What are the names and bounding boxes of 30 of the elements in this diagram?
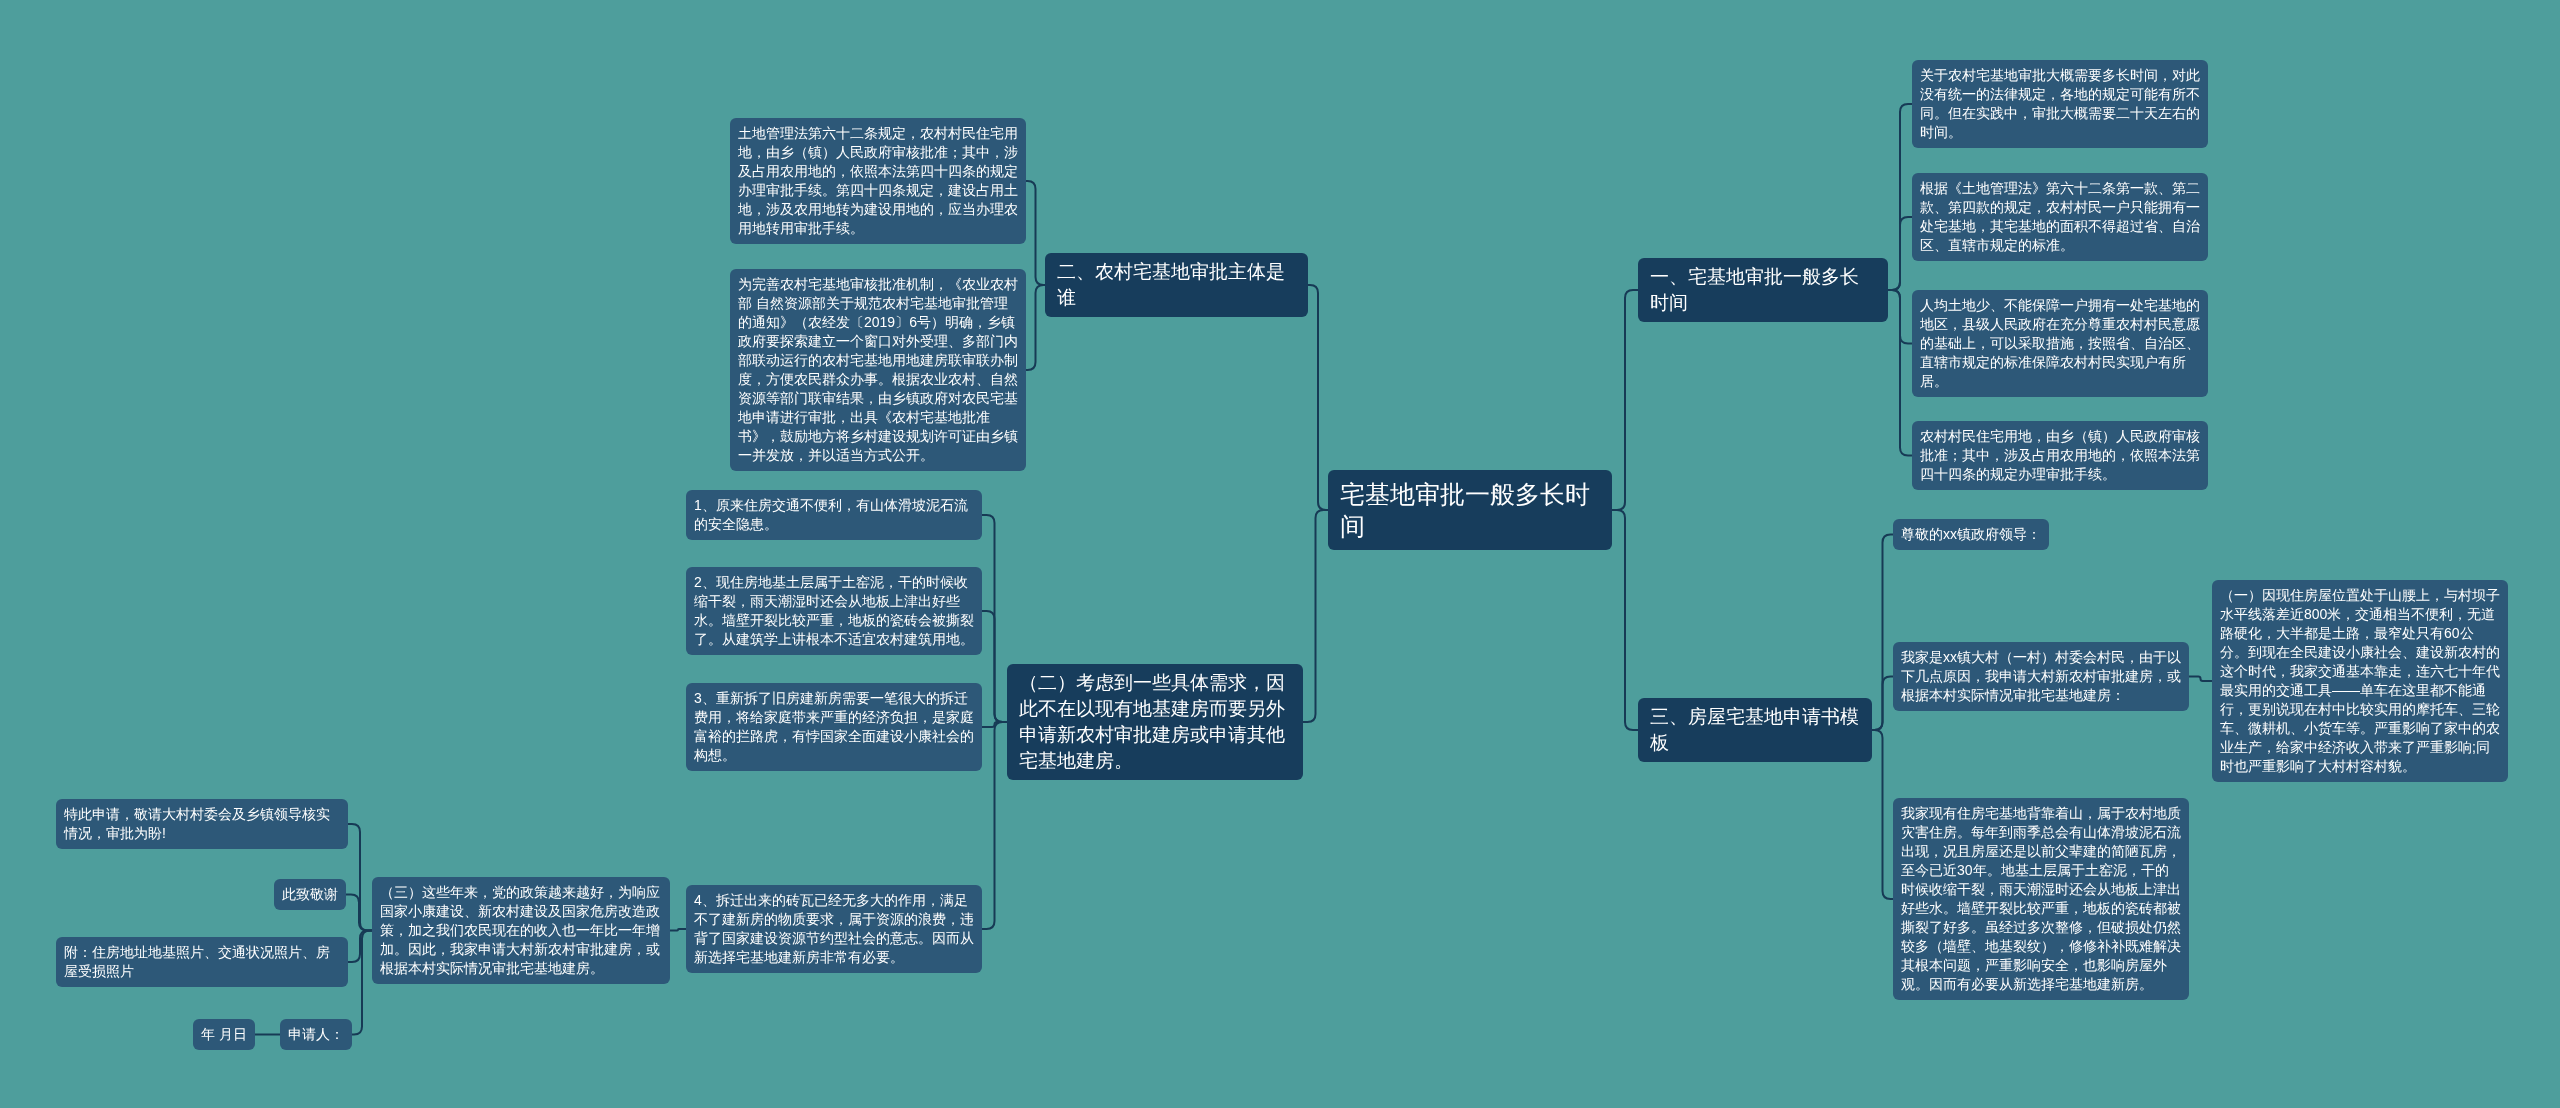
connector-line	[351, 929, 373, 1036]
topic-box: 二、农村宅基地审批主体是谁	[1045, 253, 1308, 317]
text-card: 4、拆迁出来的砖瓦已经无多大的作用，满足不了建新房的物质要求，属于资源的浪费，违背了国家建设资源节约型社会的意志。因而从新选择宅基地建新房非常有必要。	[686, 885, 982, 973]
text-card: 申请人：	[280, 1019, 352, 1050]
connector-line	[1025, 284, 1046, 371]
connector-line	[2188, 675, 2213, 682]
text-card: 我家现有住房宅基地背靠着山，属于农村地质灾害住房。每年到雨季总会有山体滑坡泥石流出现，况且房屋还是以前父辈建的简陋瓦房，至今已近30年。地基土层属于土窑泥，干的时候收缩干裂，雨天潮湿时还会从地板上津出好些水。墙壁开裂比较严重，地板的瓷砖都被撕裂了好多。虽经过多次整修，但破损处仍然较多（墙壁、地基裂纹），修修补补既难解决其根本问题，严重影响安全，也影响房屋外观。因而有必要从新选择宅基地建新房。	[1893, 798, 2189, 1000]
text-card: 此致敬谢	[274, 879, 346, 910]
text-card: 人均土地少、不能保障一户拥有一处宅基地的地区，县级人民政府在充分尊重农村村民意愿的基础上，可以采取措施，按照省、自治区、直辖市规定的标准保障农村村民实现户有所居。	[1912, 290, 2208, 397]
text-card: （三）这些年来，党的政策越来越好，为响应国家小康建设、新农村建设及国家危房改造政策，加之我们农民现在的收入也一年比一年增加。因此，我家申请大村新农村审批建房，或根据本村实际情况审批宅基地建房。	[372, 877, 670, 984]
topic-box: 一、宅基地审批一般多长时间	[1638, 258, 1888, 322]
connector-line	[669, 928, 687, 932]
topic-box: （二）考虑到一些具体需求，因此不在以现有地基建房而要另外申请新农村审批建房或申请其他宅基地建房。	[1007, 664, 1303, 780]
text-card: 为完善农村宅基地审核批准机制，《农业农村部 自然资源部关于规范农村宅基地审批管理的通知》（农经发〔2019〕6号）明确，乡镇政府要探索建立一个窗口对外受理、多部门内部联动运行的农村宅基地用地建房联审联办制度，方便农民群众办事。根据农业农村、自然资源等部门联审结果，由乡镇政府对农民宅基地申请进行审批，出具《农村宅基地批准书》，鼓励地方将乡村建设规划许可证由乡镇一并发放，并以适当方式公开。	[730, 269, 1026, 471]
text-card: 关于农村宅基地审批大概需要多长时间，对此没有统一的法律规定，各地的规定可能有所不同。但在实践中，审批大概需要二十天左右的时间。	[1912, 60, 2208, 148]
text-card: 土地管理法第六十二条规定，农村村民住宅用地，由乡（镇）人民政府审核批准；其中，涉及占用农用地的，依照本法第四十四条的规定办理审批手续。第四十四条规定，建设占用土地，涉及农用地转为建设用地的，应当办理农用地转用审批手续。	[730, 118, 1026, 244]
text-card: 根据《土地管理法》第六十二条第一款、第二款、第四款的规定，农村村民一户只能拥有一处宅基地，其宅基地的面积不得超过省、自治区、直辖市规定的标准。	[1912, 173, 2208, 261]
text-card: 年 月日	[193, 1019, 255, 1050]
text-card: 尊敬的xx镇政府领导：	[1893, 519, 2049, 550]
text-card: 3、重新拆了旧房建新房需要一笔很大的拆迁费用，将给家庭带来严重的经济负担，是家庭富裕的拦路虎，有悖国家全面建设小康社会的构想。	[686, 683, 982, 771]
text-card: 1、原来住房交通不便利，有山体滑坡泥石流的安全隐患。	[686, 490, 982, 540]
topic-box: 三、房屋宅基地申请书模板	[1638, 698, 1872, 762]
text-card: 农村村民住宅用地，由乡（镇）人民政府审核批准；其中，涉及占用农用地的，依照本法第四十四条的规定办理审批手续。	[1912, 421, 2208, 490]
text-card: （一）因现住房屋位置处于山腰上，与村坝子水平线落差近800米，交通相当不便利，无道路硬化，大半都是土路，最窄处只有60公分。到现在全民建设小康社会、建设新农村的这个时代，我家交通基本靠走，连六七十年代最实用的交通工具——单车在这里都不能通行，更别说现在村中比较实用的摩托车、三轮车、微耕机、小货车等。严重影响了家中的农业生产，给家中经济收入带来了严重影响;同时也严重影响了大村村容村貌。	[2212, 580, 2508, 782]
text-card: 2、现住房地基土层属于土窑泥，干的时候收缩干裂，雨天潮湿时还会从地板上津出好些水。墙壁开裂比较严重，地板的瓷砖会被撕裂了。从建筑学上讲根本不适宜农村建筑用地。	[686, 567, 982, 655]
text-card: 我家是xx镇大村（一村）村委会村民，由于以下几点原因，我申请大村新农村审批建房，或根据本村实际情况审批宅基地建房：	[1893, 642, 2189, 711]
connector-line	[254, 1033, 281, 1036]
text-card: 附：住房地址地基照片、交通状况照片、房屋受损照片	[56, 937, 348, 987]
text-card: 特此申请，敬请大村村委会及乡镇领导核实情况，审批为盼!	[56, 799, 348, 849]
central-topic: 宅基地审批一般多长时间	[1328, 470, 1612, 550]
